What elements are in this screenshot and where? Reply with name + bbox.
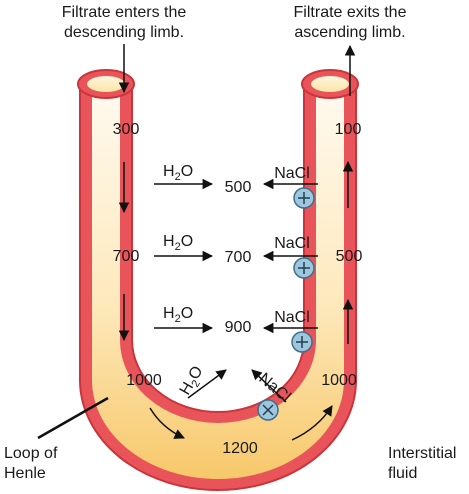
water-transport-3: H2O bbox=[154, 305, 214, 334]
water-transport-2: H2O bbox=[154, 233, 214, 262]
loop-pointer-line bbox=[37, 396, 109, 440]
tubule-lumen bbox=[92, 84, 344, 479]
exit-caption-line1: Filtrate exits the bbox=[294, 4, 407, 21]
loop-label-line1: Loop of bbox=[4, 445, 58, 462]
water-label: H2O bbox=[163, 305, 193, 325]
ascending-limb-opening bbox=[301, 69, 359, 99]
active-transport-pump-icon bbox=[293, 187, 315, 209]
ascending-value-1: 100 bbox=[335, 121, 362, 138]
salt-label: NaCl bbox=[274, 165, 310, 182]
salt-transport-1: NaCl bbox=[262, 165, 318, 209]
exit-caption-line2: ascending limb. bbox=[294, 24, 405, 41]
descending-limb-opening bbox=[77, 69, 135, 99]
descending-value-3: 1000 bbox=[126, 372, 162, 389]
water-diagonal-label: H2O bbox=[177, 363, 209, 399]
salt-diagonal-arrow-icon bbox=[251, 369, 287, 403]
descending-value-1: 300 bbox=[113, 121, 140, 138]
active-transport-pump-icon bbox=[293, 257, 315, 279]
active-transport-pump-icon bbox=[291, 331, 313, 353]
interstitial-value-1: 500 bbox=[225, 179, 252, 196]
salt-transport-3: NaCl bbox=[262, 309, 318, 353]
water-label: H2O bbox=[163, 163, 193, 183]
bottom-flow-arrow-icon bbox=[149, 407, 185, 439]
enter-caption-line1: Filtrate enters the bbox=[62, 4, 187, 21]
enter-caption-line2: descending limb. bbox=[64, 24, 184, 41]
loop-label-line2: Henle bbox=[4, 465, 46, 482]
interstitial-value-2: 700 bbox=[225, 249, 252, 266]
bottom-flow-arrow-icon bbox=[291, 405, 333, 441]
water-transport-1: H2O bbox=[154, 163, 214, 190]
interstitial-value-3: 900 bbox=[225, 319, 252, 336]
salt-transport-2: NaCl bbox=[262, 235, 318, 279]
interstitial-value-4: 1200 bbox=[222, 440, 258, 457]
ascending-value-3: 1000 bbox=[321, 372, 357, 389]
interstitial-label-line2: fluid bbox=[388, 465, 417, 482]
water-diagonal-arrow-icon bbox=[187, 369, 227, 399]
water-transport-diagonal: H2O bbox=[177, 363, 227, 399]
water-label: H2O bbox=[163, 233, 193, 253]
ascending-value-2: 500 bbox=[336, 248, 363, 265]
salt-label: NaCl bbox=[274, 309, 310, 326]
descending-value-2: 700 bbox=[113, 248, 140, 265]
interstitial-label-line1: Interstitial bbox=[388, 445, 456, 462]
tubule-wall bbox=[79, 83, 357, 491]
blocked-channel-icon bbox=[257, 399, 279, 421]
salt-label: NaCl bbox=[274, 235, 310, 252]
